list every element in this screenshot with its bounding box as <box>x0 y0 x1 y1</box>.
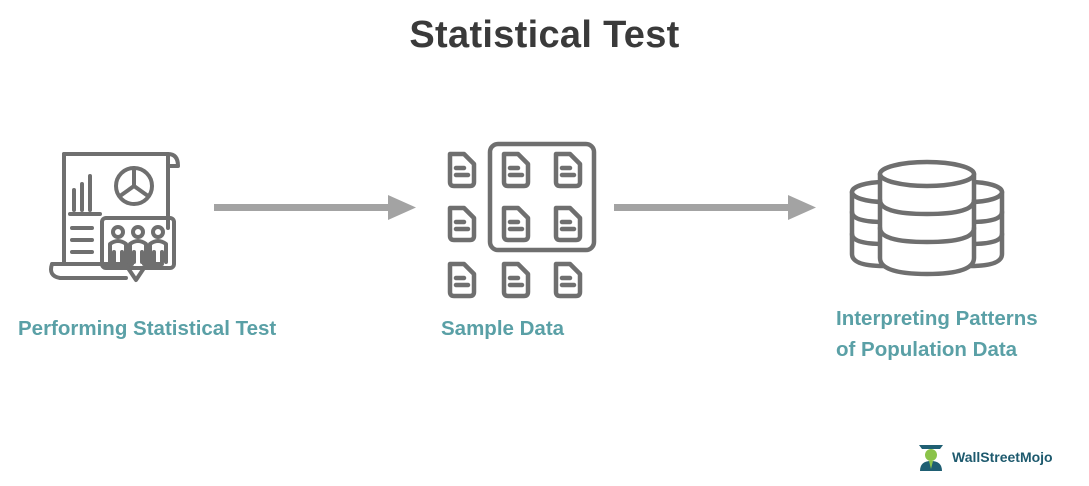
wallstreetmojo-logo-icon <box>919 445 943 471</box>
database-icon <box>849 159 1005 277</box>
arrow-2 <box>614 195 816 220</box>
step-3-label: Interpreting Patterns of Population Data <box>836 303 1038 365</box>
diagram-title: Statistical Test <box>409 14 680 56</box>
step-1-label: Performing Statistical Test <box>18 317 277 340</box>
arrow-1 <box>214 195 416 220</box>
sample-documents-icon <box>444 141 597 302</box>
brand-name: WallStreetMojo <box>952 449 1053 465</box>
statistical-report-icon <box>49 152 180 282</box>
step-3-label-line-2: of Population Data <box>836 338 1018 361</box>
brand: WallStreetMojo <box>916 440 1053 474</box>
step-2-label: Sample Data <box>441 317 565 340</box>
step-3-label-line-1: Interpreting Patterns <box>836 307 1038 330</box>
